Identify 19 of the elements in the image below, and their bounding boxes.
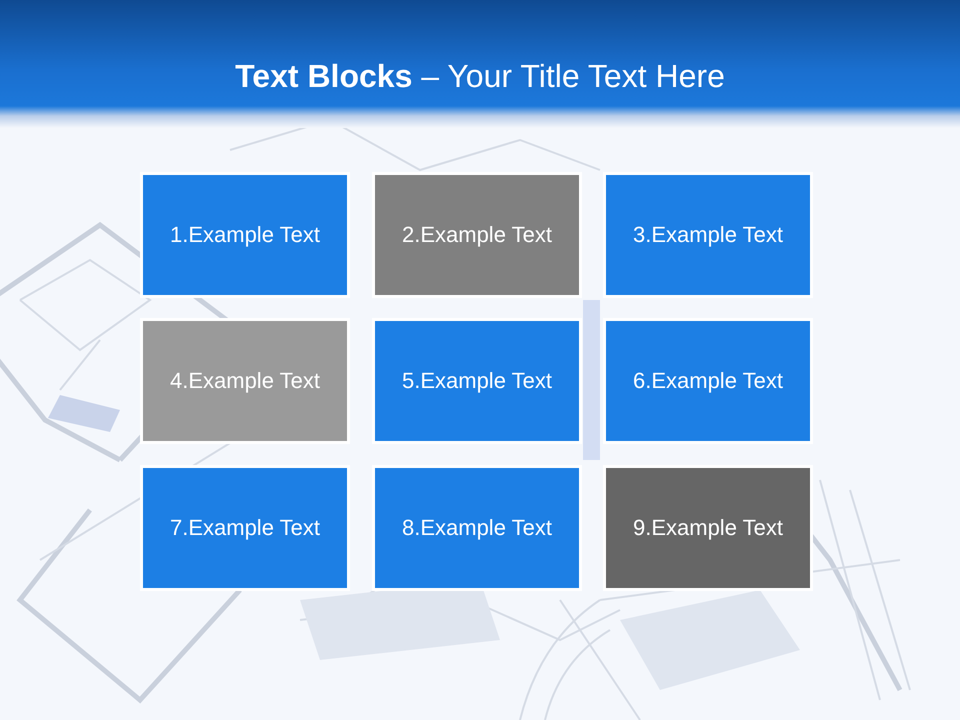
block-text: 2.Example Text [402,221,552,249]
text-block [603,318,813,444]
block-text: 5.Example Text [402,367,552,395]
text-block [140,318,350,444]
block-text: 6.Example Text [632,367,783,395]
text-block [372,318,582,444]
text-block [603,465,813,591]
block-text: 4.Example Text [170,367,320,395]
text-block [372,465,582,591]
block-text: 1.Example Text [170,221,320,249]
text-block [140,172,350,298]
text-block [603,172,813,298]
block-text: 3.Example Text [632,221,783,249]
block-text: 9.Example Text [632,514,783,542]
block-text: 7.Example Text [170,514,320,542]
slide-title: Text Blocks – Your Title Text Here [234,57,726,96]
text-block [140,465,350,591]
block-text: 8.Example Text [402,514,552,542]
text-block [372,172,582,298]
